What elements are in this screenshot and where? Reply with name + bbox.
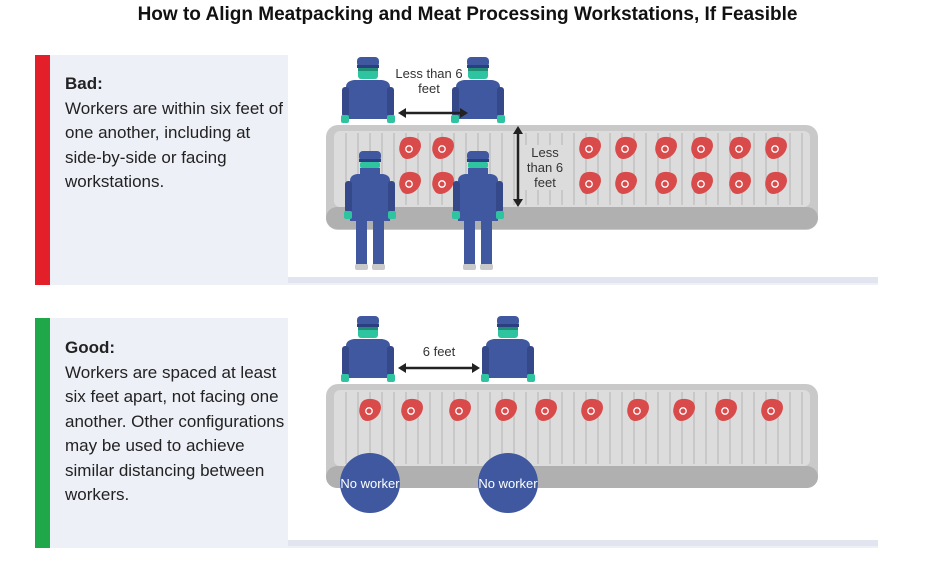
good-panel-divider	[288, 540, 878, 546]
bad-horizontal-distance-label: Less than 6 feet	[395, 66, 463, 96]
double-arrow-icon	[513, 126, 523, 207]
no-worker-badge: No worker	[340, 453, 400, 513]
bad-scene: Less than 6 feet Less than 6 feet	[288, 55, 878, 277]
worker-icon	[481, 316, 535, 382]
bad-heading: Bad:	[65, 74, 103, 93]
bad-indicator-bar	[35, 55, 50, 285]
bad-panel-divider	[288, 277, 878, 283]
double-arrow-icon	[398, 363, 480, 373]
page-title: How to Align Meatpacking and Meat Proces…	[137, 4, 798, 25]
conveyor-icon	[326, 384, 818, 488]
bad-description: Bad: Workers are within six feet of one …	[65, 72, 285, 195]
good-heading: Good:	[65, 338, 116, 357]
double-arrow-icon	[398, 108, 468, 118]
worker-icon	[341, 316, 395, 382]
good-illustration	[326, 316, 818, 488]
worker-icon	[341, 57, 395, 123]
bad-vertical-distance-label: Less than 6 feet	[524, 145, 566, 190]
good-scene: 6 feet No worker No worker	[288, 316, 878, 540]
bad-body: Workers are within six feet of one anoth…	[65, 98, 283, 192]
good-distance-label: 6 feet	[422, 344, 456, 359]
no-worker-badge: No worker	[478, 453, 538, 513]
bad-illustration	[326, 57, 818, 270]
good-indicator-bar	[35, 318, 50, 548]
good-description: Good: Workers are spaced at least six fe…	[65, 336, 285, 508]
good-body: Workers are spaced at least six feet apa…	[65, 362, 285, 505]
